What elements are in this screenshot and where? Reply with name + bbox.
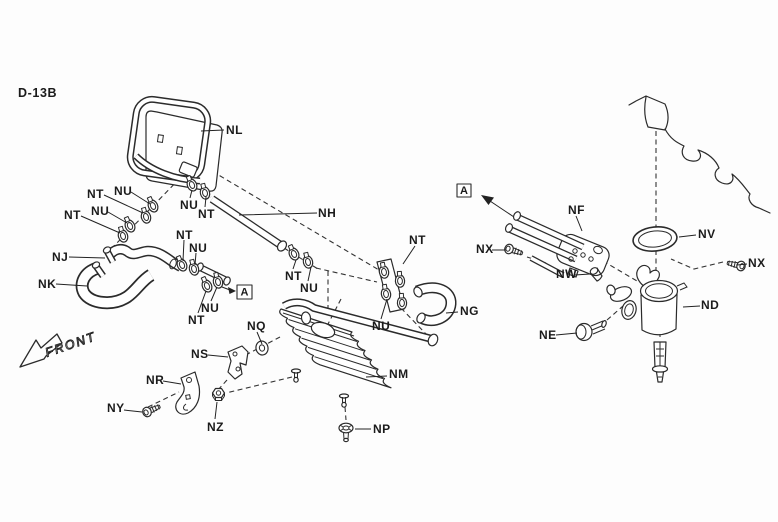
- engine-frame-outline: [628, 95, 771, 214]
- callout-nr: NR: [146, 373, 165, 387]
- part-nx-bolt-left: [502, 242, 525, 259]
- callout-nf: NF: [568, 203, 585, 217]
- part-np-bolt: [338, 422, 354, 443]
- part-nh-pipe: [209, 195, 288, 252]
- part-nw-plug: [589, 267, 603, 282]
- callout-nt-6: NT: [285, 269, 302, 283]
- mount-stud: [290, 368, 302, 383]
- callout-nv: NV: [698, 227, 716, 241]
- svg-text:A: A: [241, 287, 249, 299]
- hose-clamp: [199, 275, 215, 295]
- part-nv-oring: [632, 226, 678, 252]
- callout-nt-2: NT: [64, 208, 81, 222]
- callout-ne: NE: [539, 328, 557, 342]
- part-nf-pipe-assembly: [504, 211, 610, 278]
- part-nx-bolt-right: [725, 257, 747, 273]
- callout-nx-right: NX: [748, 256, 766, 270]
- callout-nd: ND: [701, 298, 720, 312]
- part-nk-hose: [75, 261, 155, 310]
- callout-nt-5: NT: [188, 313, 205, 327]
- hose-clamp: [299, 250, 317, 272]
- callout-nt-4: NT: [176, 228, 193, 242]
- callout-nu-1: NU: [114, 184, 133, 198]
- callout-nu-7: NU: [372, 319, 391, 333]
- front-label: FRONT: [43, 329, 98, 360]
- front-direction-arrow: FRONT: [19, 329, 99, 368]
- callout-nt-7: NT: [409, 233, 426, 247]
- callout-nz: NZ: [207, 420, 224, 434]
- callout-ns: NS: [191, 347, 209, 361]
- hose-clamp: [286, 243, 302, 263]
- diagram-code: D-13B: [18, 86, 58, 100]
- callout-nu-2: NU: [91, 204, 110, 218]
- callout-nj: NJ: [52, 250, 69, 264]
- callout-nw: NW: [556, 267, 577, 281]
- callout-nu-6: NU: [300, 281, 319, 295]
- callout-nt-3: NT: [198, 207, 215, 221]
- part-ny-bolt: [140, 401, 163, 419]
- part-nr-bracket: [175, 371, 201, 415]
- ref-box-a-left: A: [221, 284, 253, 300]
- callout-ny: NY: [107, 401, 125, 415]
- callout-nu-5: NU: [201, 301, 220, 315]
- part-ne-plug: [575, 320, 607, 342]
- callout-nl: NL: [226, 123, 243, 137]
- part-ng-hose: [413, 282, 457, 327]
- ref-box-a-right: A: [456, 183, 518, 220]
- callout-ng: NG: [460, 304, 479, 318]
- part-nq-grommet: [255, 340, 269, 356]
- leader-lines: [55, 129, 748, 430]
- part-clamp-bracket-cluster: [375, 258, 413, 313]
- part-nl-pipe-assembly: [126, 95, 223, 192]
- mount-stud: [338, 393, 350, 408]
- part-nz-nut: [211, 387, 226, 401]
- arrow-right-icon: [228, 287, 236, 294]
- callout-nu-3: NU: [180, 198, 199, 212]
- part-nd-filter-body: [606, 264, 688, 336]
- callout-np: NP: [373, 422, 391, 436]
- callout-nt-1: NT: [87, 187, 104, 201]
- part-water-sensor: [651, 341, 669, 383]
- callout-nu-4: NU: [189, 241, 208, 255]
- callout-nq: NQ: [247, 319, 266, 333]
- part-nj-hose: [91, 244, 184, 279]
- arrow-up-left-icon: [481, 195, 494, 205]
- callout-nx-left: NX: [476, 242, 494, 256]
- svg-text:A: A: [460, 185, 468, 197]
- callout-nh: NH: [318, 206, 337, 220]
- callout-nm: NM: [389, 367, 409, 381]
- part-ns-bracket: [227, 345, 249, 380]
- callout-nk: NK: [38, 277, 57, 291]
- part-nm-oil-cooler: [279, 298, 439, 408]
